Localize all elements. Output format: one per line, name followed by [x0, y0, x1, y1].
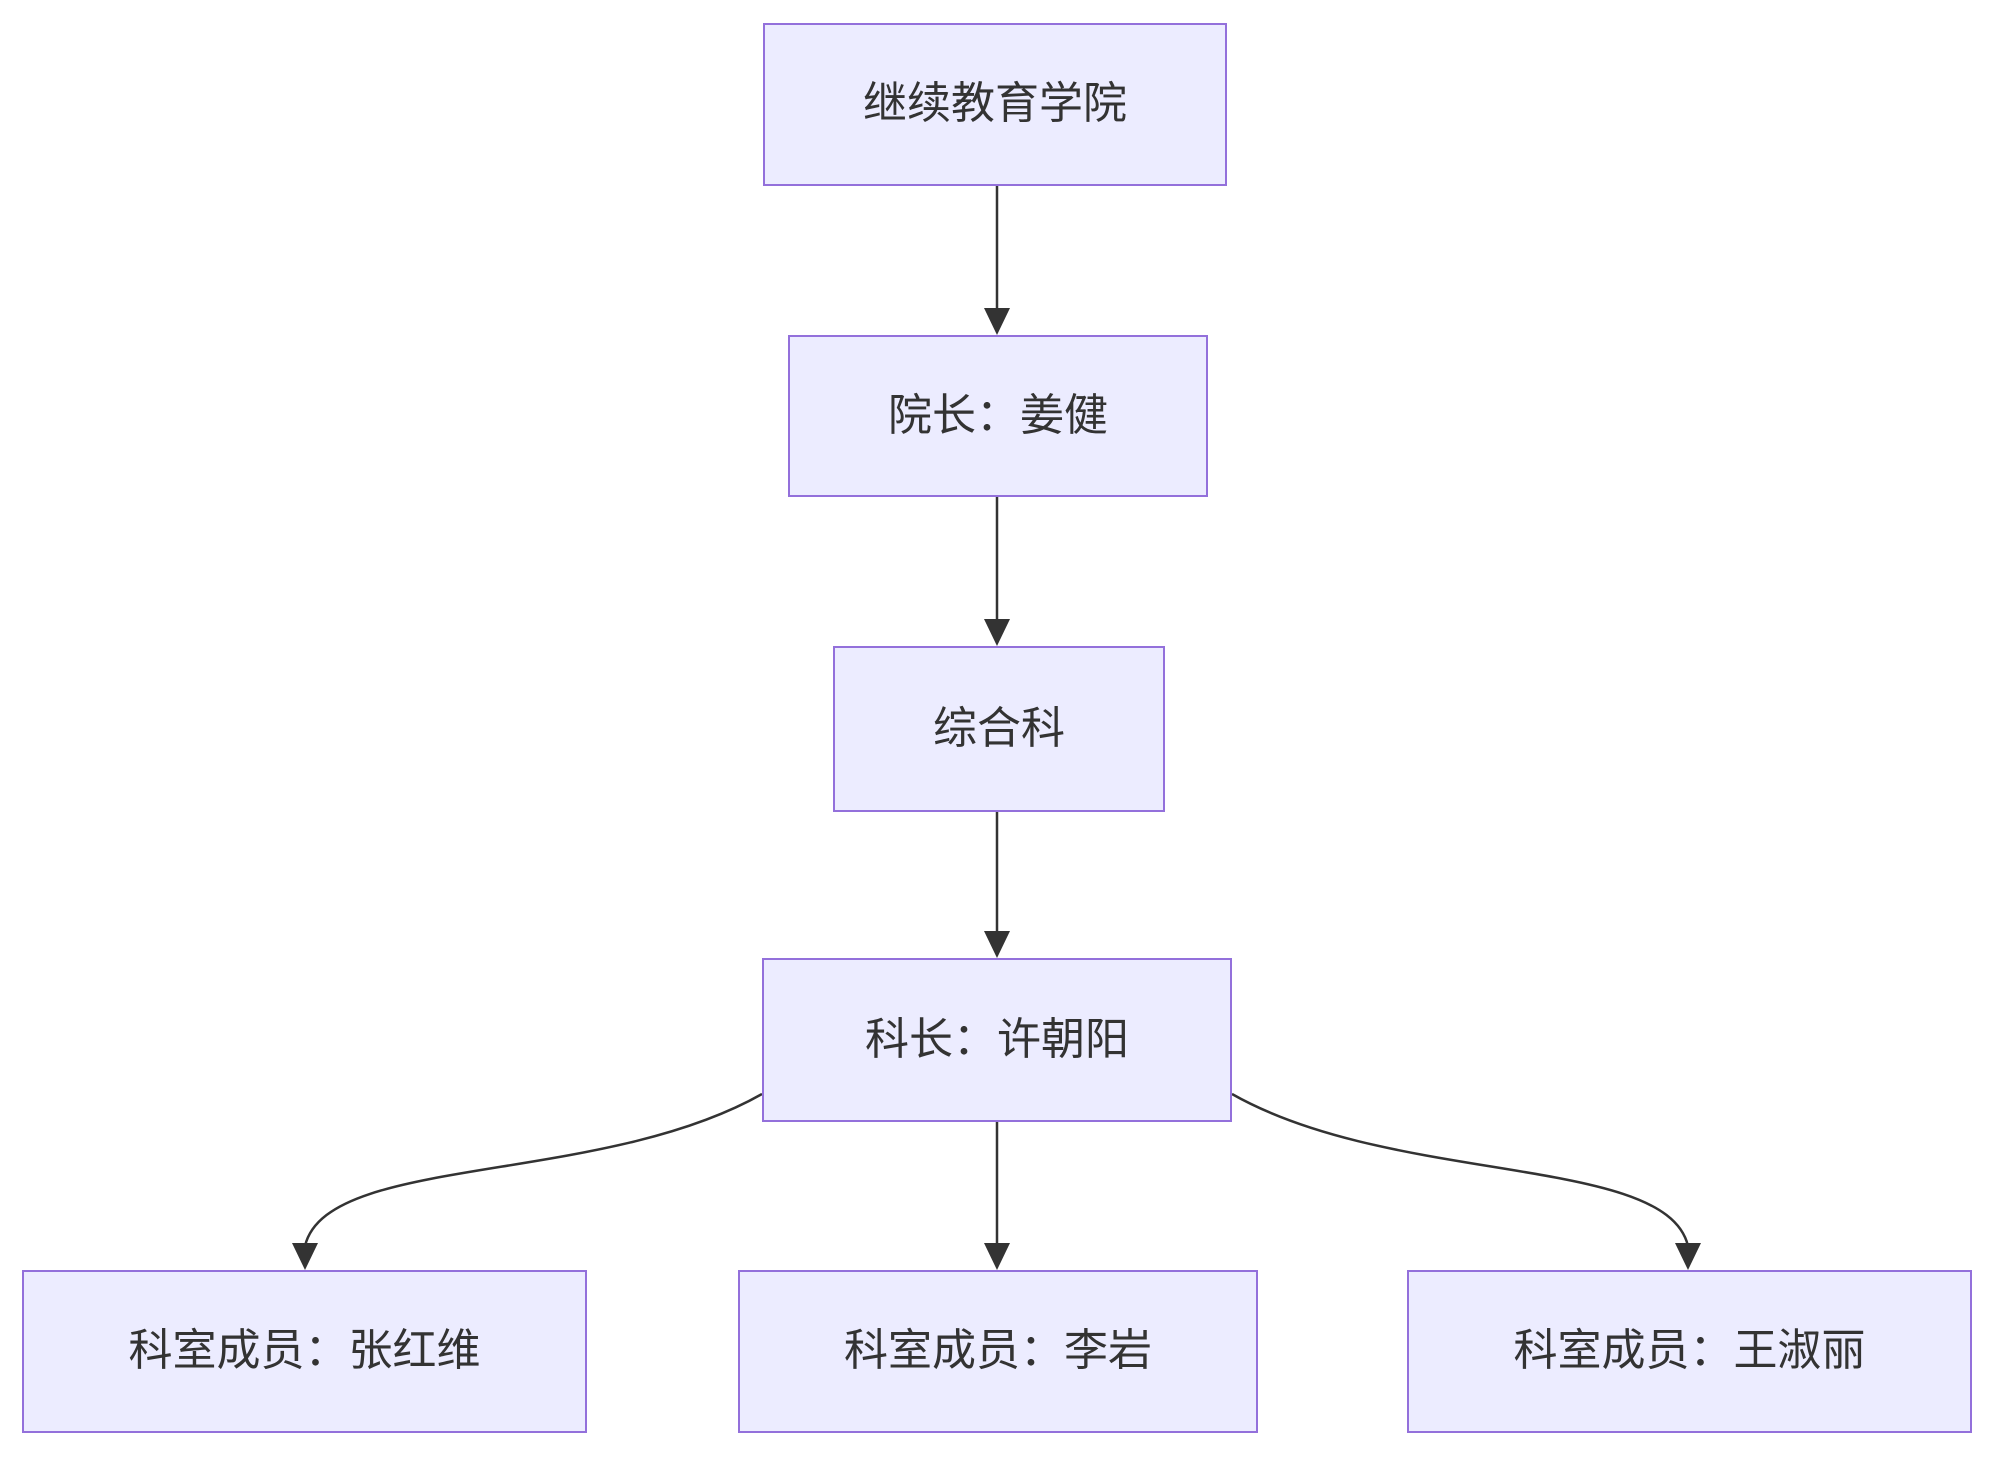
arrowhead-member3: [1675, 1243, 1701, 1270]
node-member-3-label: 科室成员：王淑丽: [1513, 1326, 1866, 1376]
arrowhead-office: [984, 619, 1010, 646]
node-member-1-label: 科室成员：张红维: [128, 1326, 481, 1376]
arrowhead-member1: [292, 1243, 318, 1270]
node-general-office-label: 综合科: [933, 703, 1065, 753]
node-member-3: 科室成员：王淑丽: [1407, 1270, 1972, 1433]
node-section-chief: 科长：许朝阳: [762, 958, 1232, 1122]
node-member-1: 科室成员：张红维: [22, 1270, 587, 1433]
node-member-2: 科室成员：李岩: [738, 1270, 1258, 1433]
edge-chief-member3: [1231, 1092, 1690, 1247]
node-member-2-label: 科室成员：李岩: [844, 1326, 1152, 1376]
node-college-label: 继续教育学院: [863, 79, 1127, 129]
arrowhead-dean: [984, 308, 1010, 335]
arrowhead-chief: [984, 931, 1010, 958]
node-dean-label: 院长：姜健: [888, 390, 1108, 440]
node-section-chief-label: 科长：许朝阳: [865, 1014, 1129, 1064]
edge-chief-member1: [303, 1092, 763, 1247]
arrowhead-member2: [984, 1243, 1010, 1270]
node-college: 继续教育学院: [763, 23, 1227, 186]
node-general-office: 综合科: [833, 646, 1165, 812]
node-dean: 院长：姜健: [788, 335, 1208, 497]
